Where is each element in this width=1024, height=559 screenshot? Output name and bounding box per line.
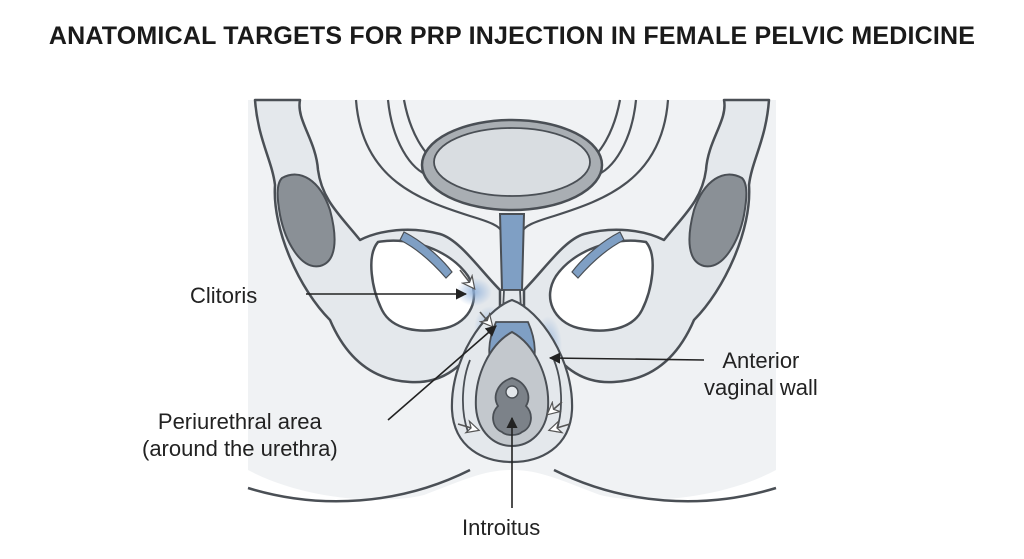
- label-periurethral-area: Periurethral area (around the urethra): [142, 408, 338, 462]
- label-periurethral-line1: Periurethral area: [157, 409, 322, 434]
- right-upper-injection-arrow: [548, 402, 563, 414]
- label-anterior-line2: vaginal wall: [704, 375, 818, 400]
- label-anterior-vaginal-wall: Anterior vaginal wall: [704, 347, 818, 401]
- periurethral-leader: [387, 325, 497, 421]
- urethra: [498, 213, 526, 291]
- clitoris-injection-arrow: [459, 269, 474, 288]
- bladder-inner: [433, 127, 591, 197]
- right-acetabulum: [688, 173, 748, 268]
- left-ligament-blue: [399, 231, 453, 279]
- right-obturator-foramen: [548, 239, 654, 332]
- periurethral-injection-arrow: [480, 311, 492, 326]
- label-introitus: Introitus: [462, 515, 541, 540]
- urethral-meatus: [505, 385, 519, 399]
- left-obturator-foramen: [370, 239, 476, 332]
- label-clitoris: Clitoris: [190, 283, 258, 308]
- left-introitus-injection-arrow: [457, 424, 478, 430]
- pelvic-wall-right: [520, 99, 670, 233]
- anterior-leader: [548, 352, 705, 364]
- thigh-outline: [247, 468, 777, 503]
- pelvic-wall-left: [354, 99, 504, 233]
- label-periurethral-line2: (around the urethra): [142, 436, 338, 461]
- left-acetabulum: [276, 173, 336, 268]
- right-ligament-blue: [571, 231, 625, 279]
- diagram-title: ANATOMICAL TARGETS FOR PRP INJECTION IN …: [48, 22, 976, 50]
- right-introitus-injection-arrow: [550, 424, 571, 430]
- label-anterior-line1: Anterior: [722, 348, 800, 373]
- clitoris-glow: [456, 278, 492, 306]
